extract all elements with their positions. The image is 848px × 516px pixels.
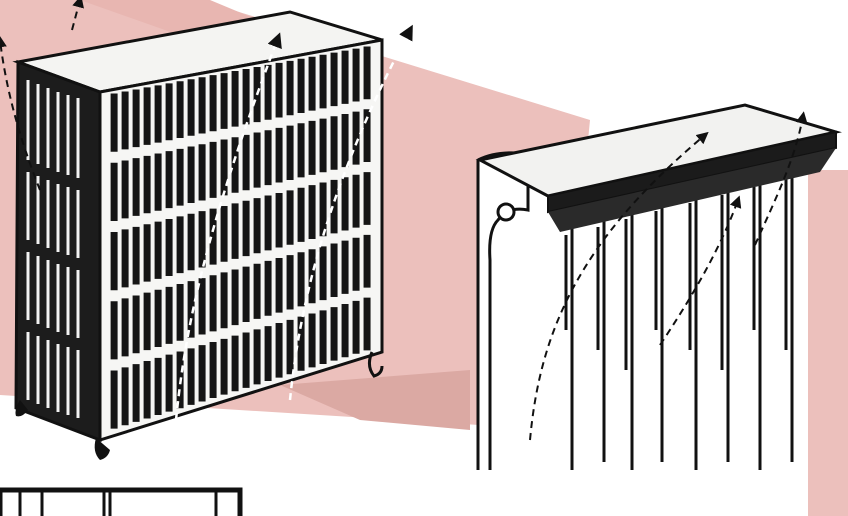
- lower-cabinet-frame: [0, 490, 240, 516]
- wall-right-panel: [808, 170, 848, 516]
- shelf-radiator: [478, 105, 836, 470]
- lower-cabinet-corner: [0, 490, 240, 516]
- radiator-end-valve: [498, 204, 514, 220]
- enclosure-foot-front: [95, 438, 110, 460]
